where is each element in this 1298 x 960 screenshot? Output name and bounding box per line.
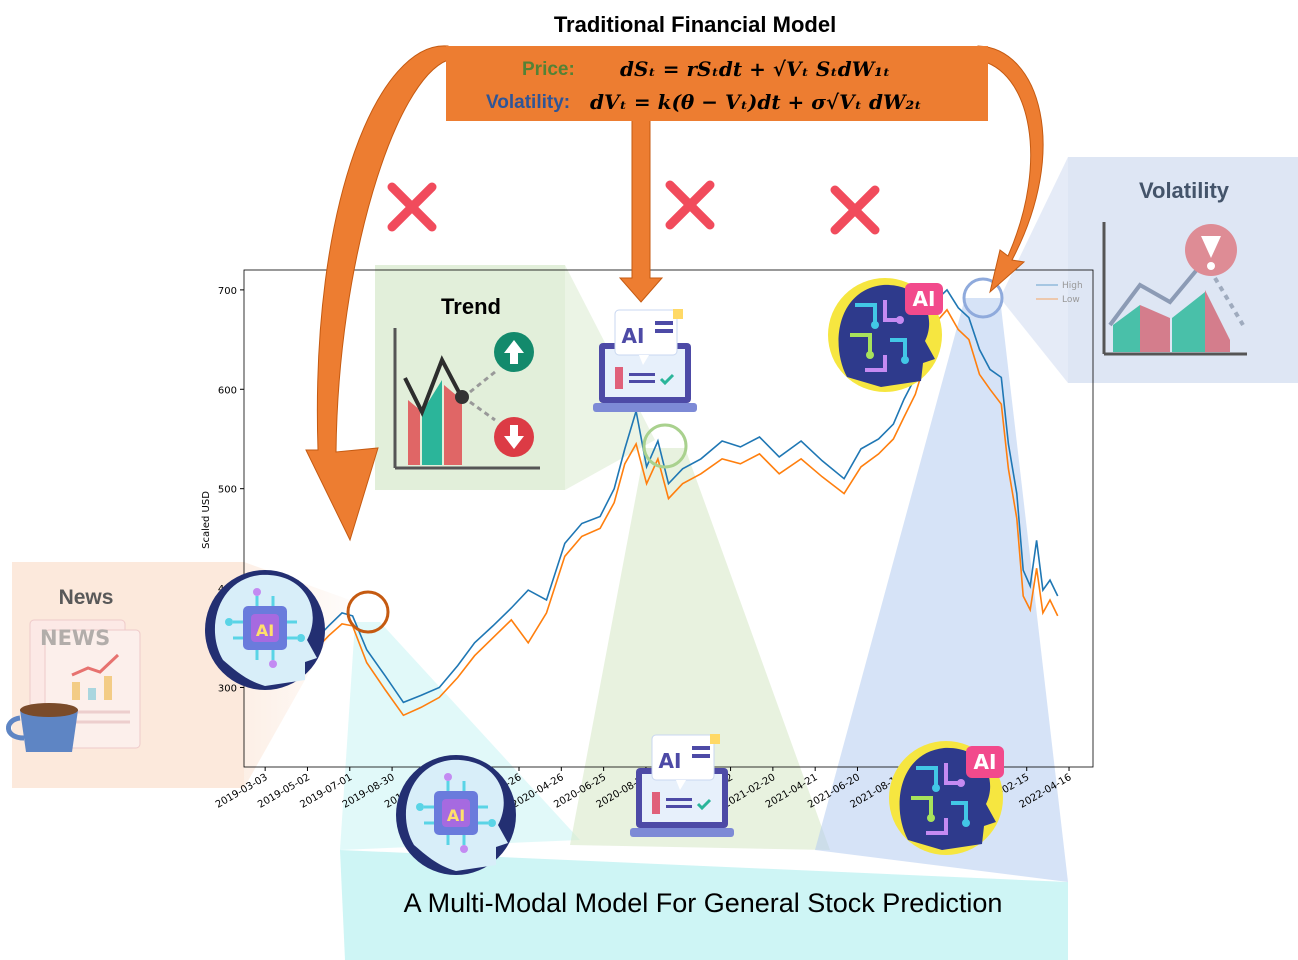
svg-text:AI: AI — [447, 806, 465, 825]
reject-x-icon — [665, 180, 715, 230]
down-arrow — [618, 119, 664, 303]
volatility-panel-title: Volatility — [1139, 178, 1230, 203]
ai-brain-icon: AI — [396, 755, 516, 875]
svg-text:AI: AI — [256, 621, 274, 640]
series-line-high — [273, 288, 1059, 704]
volatility-chart-icon — [1102, 222, 1247, 356]
y-tick-label: 700 — [218, 286, 237, 297]
y-tick-label: 300 — [218, 683, 237, 694]
ai-brain-icon: AI — [205, 570, 325, 690]
y-tick-label: 500 — [218, 485, 237, 496]
legend-high: High — [1062, 281, 1083, 291]
volatility-projection — [815, 298, 1068, 882]
y-tick-label: 600 — [218, 385, 237, 396]
trend-projection — [570, 448, 830, 850]
ai-circuit-head-icon: AI — [889, 741, 1004, 855]
price-equation: dSₜ = rSₜdt + √Vₜ SₜdW₁ₜ — [620, 57, 890, 81]
chart-legend: High Low — [1036, 281, 1083, 305]
left-curved-arrow — [305, 45, 449, 542]
news-panel-title: News — [59, 586, 114, 609]
newspaper-headline: NEWS — [40, 626, 110, 650]
ai-laptop-icon: AI — [593, 309, 697, 412]
legend-low: Low — [1062, 295, 1080, 305]
trend-panel-title: Trend — [441, 294, 501, 319]
volatility-highlight-circle — [962, 277, 1004, 319]
reject-x-icon — [830, 185, 880, 235]
svg-text:AI: AI — [659, 749, 682, 773]
diagram-title: Traditional Financial Model — [554, 12, 836, 37]
svg-text:AI: AI — [974, 750, 997, 774]
svg-text:AI: AI — [622, 324, 645, 348]
series-line-low — [273, 308, 1059, 717]
volatility-equation: dVₜ = k(θ − Vₜ)dt + σ√Vₜ dW₂ₜ — [590, 90, 922, 114]
coffee-cup-icon — [6, 703, 78, 752]
right-curved-arrow — [977, 45, 1044, 294]
reject-x-icon — [387, 182, 437, 232]
price-label: Price: — [522, 59, 575, 80]
equation-box — [446, 46, 988, 121]
ai-circuit-head-icon: AI — [828, 278, 943, 392]
y-axis-label: Scaled USD — [201, 491, 212, 549]
news-projection — [340, 622, 580, 850]
ai-laptop-icon: AI — [630, 734, 734, 837]
caption-banner — [340, 850, 1068, 960]
bottom-caption: A Multi-Modal Model For General Stock Pr… — [404, 888, 1003, 918]
trend-chart-icon — [393, 328, 540, 470]
volatility-label: Volatility: — [486, 92, 570, 113]
svg-text:AI: AI — [913, 287, 936, 311]
news-highlight-circle — [346, 590, 390, 634]
trend-highlight-circle — [642, 423, 688, 469]
